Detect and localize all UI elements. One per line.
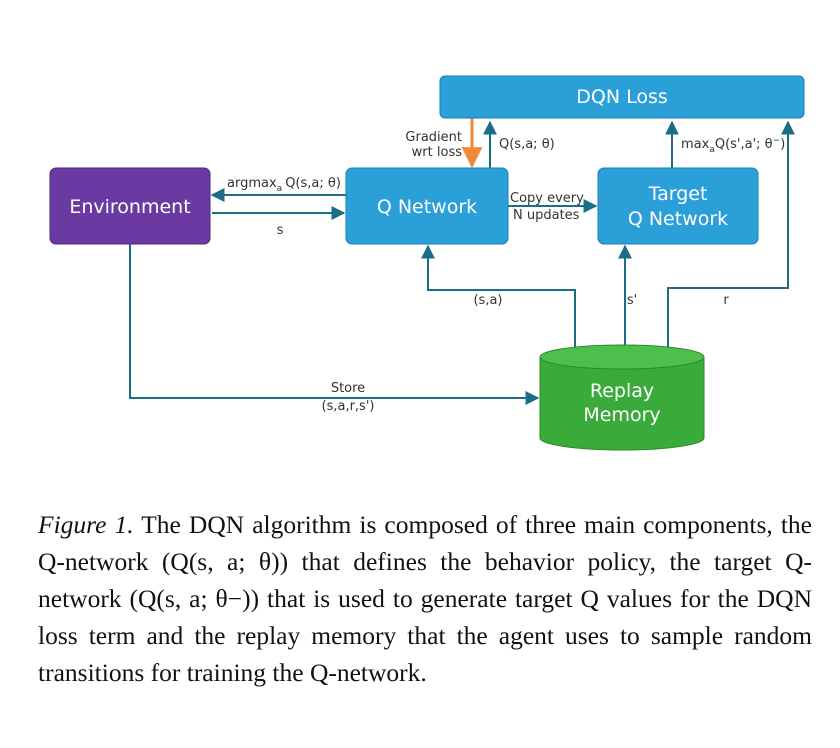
environment-label: Environment bbox=[69, 196, 190, 218]
edge-replay-to-loss bbox=[667, 120, 795, 348]
store-label-line2: (s,a,r,s') bbox=[322, 399, 375, 414]
r-label: r bbox=[723, 293, 729, 308]
target-label-line1: Target bbox=[648, 183, 708, 205]
dqn-loss-label: DQN Loss bbox=[576, 86, 668, 108]
edge-replay-to-q bbox=[421, 244, 576, 348]
state-label: s bbox=[277, 223, 284, 238]
dqn-diagram: DQN Loss Environment Q Network Target Q … bbox=[49, 75, 805, 451]
figure-label: Figure 1. bbox=[38, 510, 134, 539]
q-network-label: Q Network bbox=[377, 196, 477, 218]
q-network-node: Q Network bbox=[345, 167, 509, 245]
max-target-label: maxaQ(s',a'; θ−) bbox=[681, 136, 785, 155]
replay-memory-node: Replay Memory bbox=[539, 344, 705, 451]
environment-node: Environment bbox=[49, 167, 211, 245]
target-label-line2: Q Network bbox=[628, 208, 728, 230]
sa-label: (s,a) bbox=[473, 293, 502, 308]
copy-label-line2: N updates bbox=[513, 208, 580, 223]
edge-env-to-replay bbox=[129, 244, 540, 405]
replay-label-line1: Replay bbox=[590, 380, 654, 402]
target-q-network-node: Target Q Network bbox=[597, 167, 759, 245]
figure-caption: Figure 1. The DQN algorithm is composed … bbox=[38, 506, 812, 691]
q-sa-theta-label: Q(s,a; θ) bbox=[499, 137, 555, 152]
replay-label-line2: Memory bbox=[583, 404, 660, 426]
gradient-label-line2: wrt loss bbox=[412, 145, 463, 160]
gradient-label-line1: Gradient bbox=[405, 130, 462, 145]
dqn-loss-node: DQN Loss bbox=[439, 75, 805, 119]
caption-text: The DQN algorithm is composed of three m… bbox=[38, 510, 812, 687]
copy-label-line1: Copy every bbox=[510, 191, 584, 206]
s-prime-label: s' bbox=[627, 293, 637, 308]
store-label-line1: Store bbox=[331, 381, 365, 396]
